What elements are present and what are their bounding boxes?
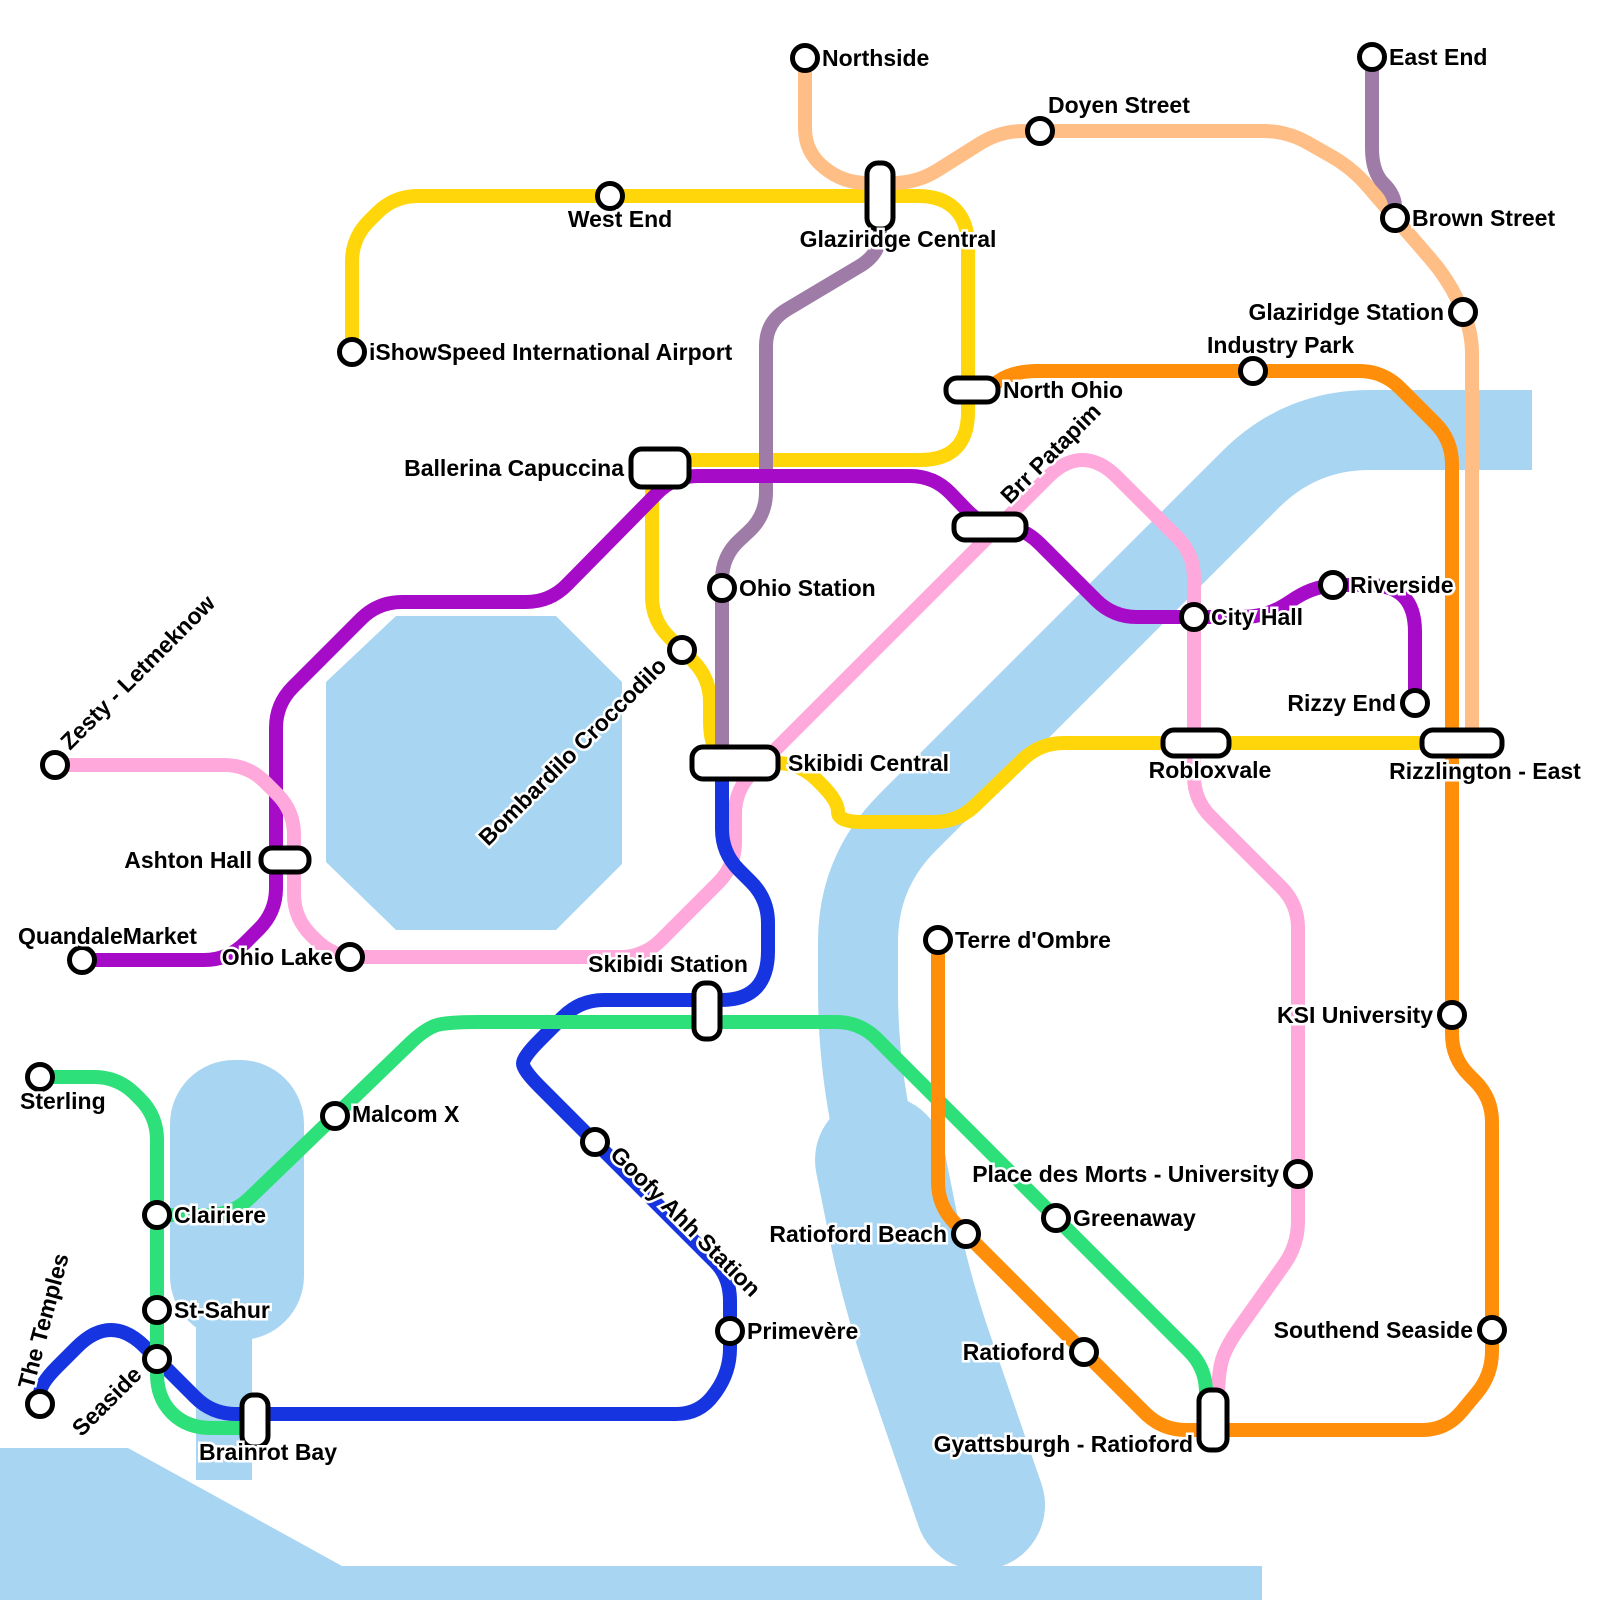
station-label-ratioford-beach: Ratioford Beach: [769, 1221, 947, 1247]
station-marker-ballerina-capuccina[interactable]: [628, 446, 692, 490]
station-label-city-hall: City Hall: [1211, 604, 1303, 630]
station-marker-doyen-street[interactable]: [1025, 116, 1055, 146]
station-label-ohio-station: Ohio Station: [739, 575, 876, 601]
station-label-skibidi-station: Skibidi Station: [588, 951, 748, 977]
station-marker-clairiere[interactable]: [142, 1200, 172, 1230]
station-label-riverside: Riverside: [1350, 572, 1454, 598]
station-label-brown-street: Brown Street: [1412, 205, 1555, 231]
line-green: [150, 1015, 1213, 1431]
station-label-brr-patapim: Brr Patapim: [995, 398, 1106, 509]
station-label-quandalemarket: QuandaleMarket: [18, 923, 197, 949]
station-label-southend-seaside: Southend Seaside: [1274, 1317, 1473, 1343]
station-marker-goofy-ahh-station[interactable]: [580, 1127, 610, 1157]
station-marker-ohio-station[interactable]: [707, 573, 737, 603]
line-green-sterling-branch: [33, 1070, 265, 1435]
line-pink: [48, 453, 1305, 1431]
station-marker-west-end[interactable]: [595, 181, 625, 211]
station-marker-glaziridge-central[interactable]: [864, 160, 896, 232]
station-marker-brown-street[interactable]: [1380, 203, 1410, 233]
station-label-the-temples: The Temples: [13, 1250, 74, 1391]
station-marker-sterling[interactable]: [25, 1062, 55, 1092]
station-marker-malcom-x[interactable]: [320, 1101, 350, 1131]
station-label-st-sahur: St-Sahur: [174, 1297, 270, 1323]
station-marker-northside[interactable]: [790, 43, 820, 73]
station-label-rizzlington-east: Rizzlington - East: [1389, 758, 1581, 784]
station-label-glaziridge-central: Glaziridge Central: [800, 226, 997, 252]
station-marker-robloxvale[interactable]: [1160, 727, 1232, 759]
station-label-greenaway: Greenaway: [1073, 1205, 1196, 1231]
station-label-ballerina-capuccina: Ballerina Capuccina: [404, 455, 624, 481]
station-marker-zesty-letmeknow[interactable]: [40, 750, 70, 780]
station-label-doyen-street: Doyen Street: [1048, 92, 1190, 118]
station-marker-quandalemarket[interactable]: [67, 945, 97, 975]
station-label-zesty-letmeknow: Zesty - Letmeknow: [55, 590, 220, 755]
station-marker-industry-park[interactable]: [1238, 356, 1268, 386]
station-marker-terre-d-ombre[interactable]: [923, 925, 953, 955]
station-marker-riverside[interactable]: [1318, 570, 1348, 600]
river-mouth: [815, 1095, 1045, 1570]
station-label-ksi-university: KSI University: [1277, 1002, 1433, 1028]
station-marker-ksi-university[interactable]: [1437, 1000, 1467, 1030]
station-label-ratioford: Ratioford: [963, 1339, 1065, 1365]
sea: [0, 1448, 1262, 1600]
station-label-west-end: West End: [568, 206, 672, 232]
station-label-sterling: Sterling: [20, 1088, 106, 1114]
station-marker-ashton-hall[interactable]: [258, 845, 312, 875]
metro-lines: [33, 50, 1499, 1437]
station-label-clairiere: Clairiere: [174, 1202, 266, 1228]
station-label-place-des-morts-university: Place des Morts - University: [972, 1161, 1279, 1187]
station-label-skibidi-central: Skibidi Central: [788, 750, 949, 776]
station-marker-place-des-morts-university[interactable]: [1283, 1159, 1313, 1189]
station-marker-glaziridge-station[interactable]: [1448, 297, 1478, 327]
station-label-ohio-lake: Ohio Lake: [222, 944, 333, 970]
station-label-ishowspeed-international-airport: iShowSpeed International Airport: [369, 339, 733, 365]
station-marker-greenaway[interactable]: [1041, 1203, 1071, 1233]
station-marker-seaside[interactable]: [142, 1344, 172, 1374]
station-marker-ratioford-beach[interactable]: [951, 1219, 981, 1249]
line-blue: [33, 753, 775, 1421]
water-features: [0, 390, 1532, 1600]
inlet-channel: [196, 1310, 252, 1480]
line-mauve-east: [1365, 50, 1402, 225]
station-label-rizzy-end: Rizzy End: [1287, 690, 1396, 716]
station-label-malcom-x: Malcom X: [352, 1101, 460, 1127]
station-marker-bombardilo-croccodilo[interactable]: [667, 635, 697, 665]
station-label-glaziridge-station: Glaziridge Station: [1248, 299, 1444, 325]
station-marker-the-temples[interactable]: [25, 1389, 55, 1419]
station-label-seaside: Seaside: [67, 1361, 147, 1441]
station-marker-southend-seaside[interactable]: [1477, 1315, 1507, 1345]
line-mauve-central: [715, 207, 887, 770]
station-marker-ishowspeed-international-airport[interactable]: [337, 337, 367, 367]
line-orange: [931, 364, 1499, 1437]
station-marker-rizzy-end[interactable]: [1400, 688, 1430, 718]
station-marker-brr-patapim[interactable]: [951, 511, 1029, 543]
station-label-ashton-hall: Ashton Hall: [124, 847, 252, 873]
station-marker-east-end[interactable]: [1357, 42, 1387, 72]
station-label-north-ohio: North Ohio: [1003, 377, 1123, 403]
station-label-terre-d-ombre: Terre d'Ombre: [955, 927, 1111, 953]
station-label-industry-park: Industry Park: [1207, 332, 1354, 358]
station-marker-skibidi-central[interactable]: [689, 744, 781, 782]
station-marker-st-sahur[interactable]: [142, 1295, 172, 1325]
station-marker-primev-re[interactable]: [715, 1316, 745, 1346]
station-marker-north-ohio[interactable]: [943, 375, 1001, 405]
station-label-brainrot-bay: Brainrot Bay: [199, 1439, 337, 1465]
station-label-gyattsburgh-ratioford: Gyattsburgh - Ratioford: [934, 1431, 1193, 1457]
station-marker-rizzlington-east[interactable]: [1419, 727, 1505, 759]
station-label-east-end: East End: [1389, 44, 1487, 70]
station-marker-gyattsburgh-ratioford[interactable]: [1196, 1387, 1230, 1453]
station-label-northside: Northside: [822, 45, 929, 71]
station-label-robloxvale: Robloxvale: [1149, 757, 1272, 783]
station-marker-ratioford[interactable]: [1069, 1337, 1099, 1367]
station-marker-brainrot-bay[interactable]: [239, 1392, 271, 1450]
station-marker-city-hall[interactable]: [1179, 602, 1209, 632]
station-label-primev-re: Primevère: [747, 1318, 858, 1344]
station-marker-skibidi-station[interactable]: [691, 980, 723, 1042]
lake: [326, 616, 622, 930]
station-label-goofy-ahh-station: Goofy Ahh Station: [605, 1141, 766, 1302]
line-peach: [798, 51, 1479, 750]
stations: [25, 42, 1507, 1453]
station-marker-ohio-lake[interactable]: [335, 942, 365, 972]
